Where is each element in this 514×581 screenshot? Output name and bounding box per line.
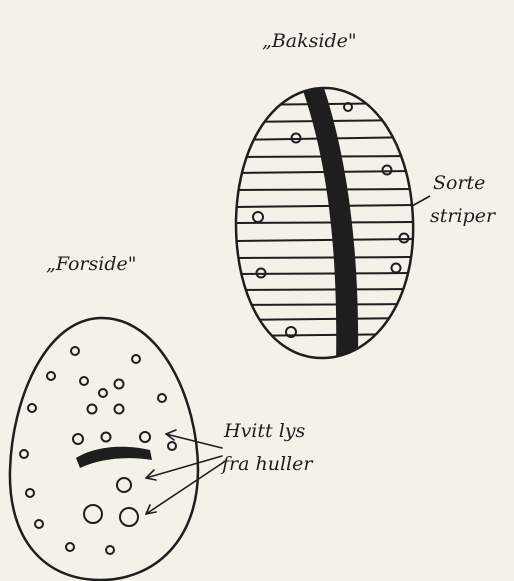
light-label-line1: Hvitt lys — [223, 420, 306, 442]
stripes-label-line1: Sorte — [433, 172, 485, 194]
stripes-label-line2: striper — [430, 205, 497, 227]
light-label-line2: fra huller — [220, 453, 314, 475]
back-side-title: „Bakside" — [262, 30, 357, 52]
front-side-title: „Forside" — [46, 253, 136, 275]
